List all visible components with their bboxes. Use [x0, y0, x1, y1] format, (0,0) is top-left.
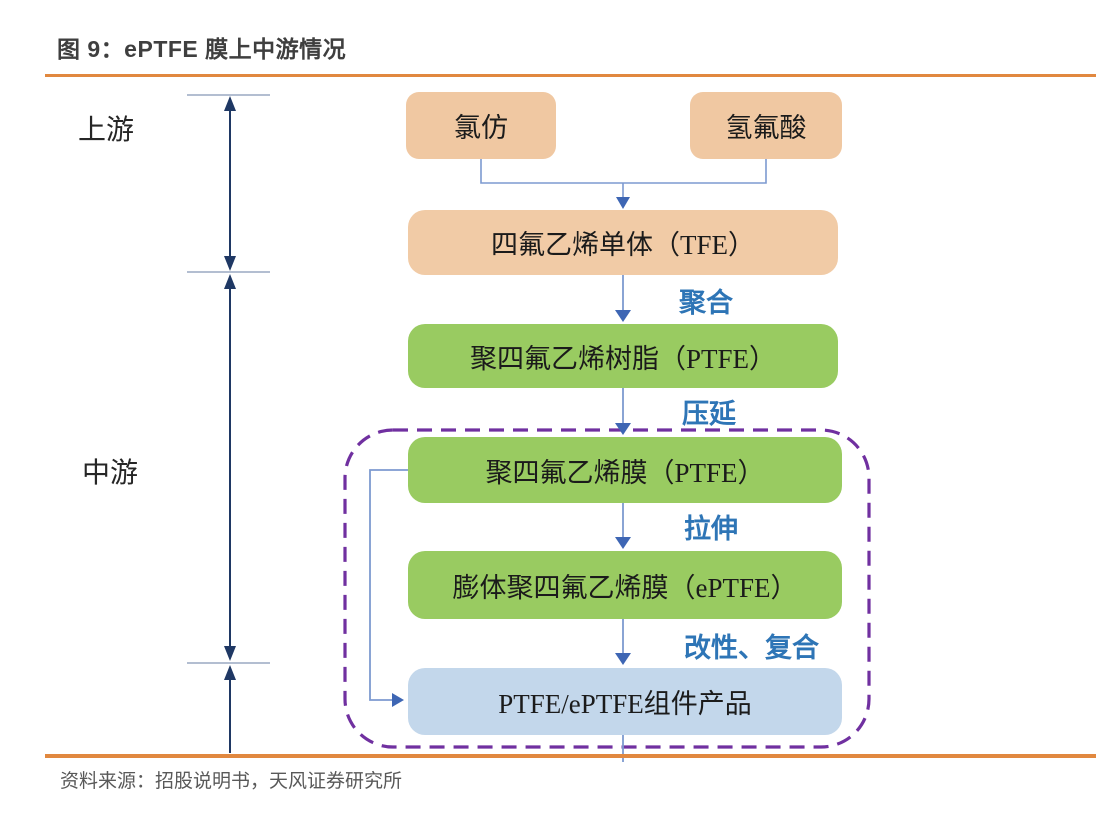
- node-ptfe-film: 聚四氟乙烯膜（PTFE）: [408, 437, 842, 503]
- node-tfe-monomer: 四氟乙烯单体（TFE）: [408, 210, 838, 275]
- midstream-extent-arrow: [224, 274, 236, 661]
- arrow-down-icon: [615, 653, 631, 665]
- process-label-polymerization: 聚合: [679, 288, 733, 318]
- arrow-down-icon: [615, 310, 631, 322]
- arrow-down-icon: [615, 537, 631, 549]
- node-ptfe-resin: 聚四氟乙烯树脂（PTFE）: [408, 324, 838, 388]
- node-hydrofluoric-acid: 氢氟酸: [690, 92, 842, 159]
- node-eptfe-film: 膨体聚四氟乙烯膜（ePTFE）: [408, 551, 842, 619]
- top-rule-divider: [45, 74, 1096, 77]
- arrow-down-icon: [615, 423, 631, 435]
- process-label-modification: 改性、复合: [684, 633, 819, 663]
- arrow-right-icon: [392, 693, 404, 707]
- arrow-up-icon: [224, 665, 236, 680]
- process-label-stretching: 拉伸: [684, 514, 738, 544]
- midstream-label: 中游: [82, 458, 139, 489]
- branch-connector: [369, 469, 408, 701]
- bottom-rule-divider: [45, 754, 1096, 758]
- figure-title: 图 9：ePTFE 膜上中游情况: [57, 36, 347, 62]
- arrow-down-icon: [224, 256, 236, 271]
- upstream-extent-arrow: [224, 96, 236, 271]
- bracket-tick-lines: [187, 94, 270, 664]
- arrow-up-icon: [224, 96, 236, 111]
- arrow-down-icon: [224, 646, 236, 661]
- node-chloroform: 氯仿: [406, 92, 556, 159]
- downstream-extent-arrow: [224, 665, 236, 753]
- arrow-down-icon: [616, 197, 630, 209]
- arrow-up-icon: [224, 274, 236, 289]
- node-component-products: PTFE/ePTFE组件产品: [408, 668, 842, 735]
- source-attribution: 资料来源：招股说明书，天风证券研究所: [60, 771, 403, 792]
- upstream-label: 上游: [78, 115, 135, 146]
- process-label-calendering: 压延: [682, 399, 736, 429]
- merge-connector: [480, 159, 767, 198]
